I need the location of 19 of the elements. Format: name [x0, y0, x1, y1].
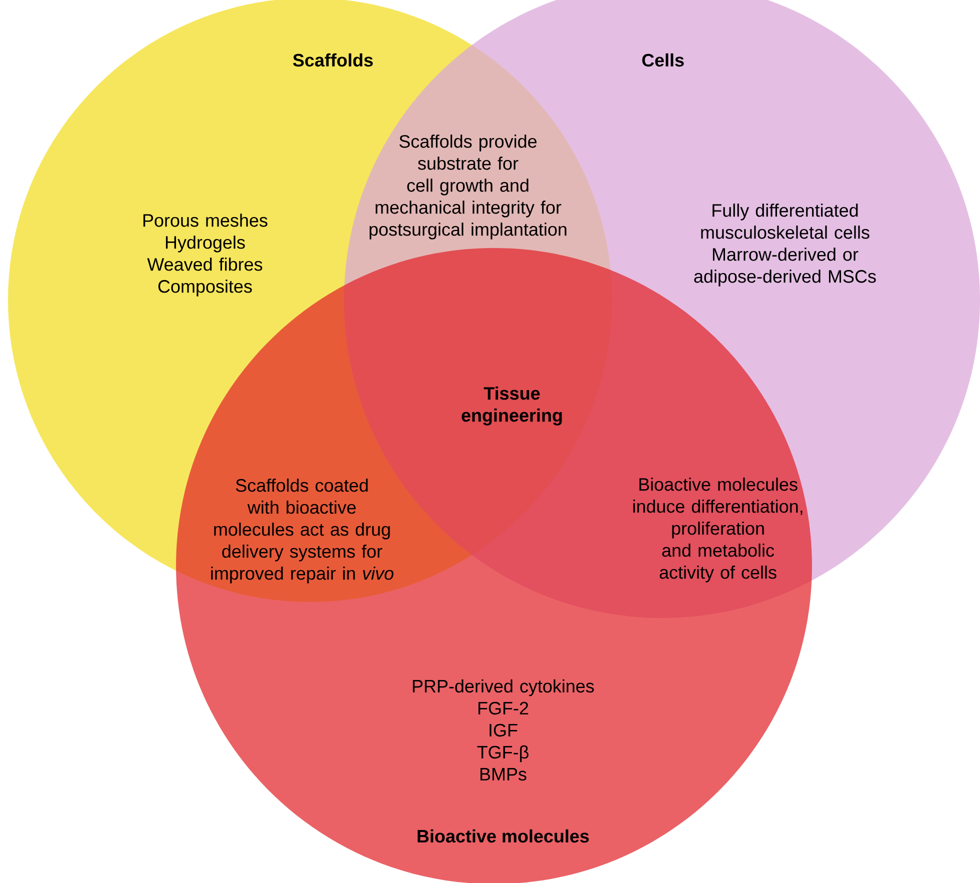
circle-heading: Bioactive molecules [418, 829, 589, 843]
overlap-text: Scaffolds provide substrate for cell growth and mechanical integrity for postsurgical implantation [370, 134, 566, 240]
overlap-text: Scaffolds coated with bioactive molecules act as drug delivery systems for improved repair in vivo [211, 478, 394, 584]
node-label: BMPs [480, 768, 526, 781]
node-label: FGF-2 [478, 702, 528, 715]
item-list: Porous meshes Hydrogels Weaved fibres Composites [143, 214, 268, 296]
overlap-text: Bioactive molecules induce differentiation, proliferation and metabolic activity of cells [633, 478, 802, 582]
node-label: Porous meshes [143, 214, 268, 227]
node-label: TGF-β [477, 745, 528, 762]
circle-heading: Cells [642, 53, 684, 67]
circle-heading: Scaffolds [293, 53, 373, 67]
node-label: PRP-derived cytokines [412, 679, 594, 696]
node-label: Weaved fibres [147, 258, 262, 271]
item-list: PRP-derived cytokines FGF-2 IGF TGF-β BMPs [412, 679, 594, 781]
node-label: Composites [158, 280, 252, 296]
node-label: IGF [490, 724, 518, 737]
node-label: Hydrogels [166, 236, 245, 252]
item-list: Fully differentiated musculoskeletal cells Marrow-derived or adipose-derived MSCs [694, 204, 876, 286]
overlap-text: Tissue engineering [462, 386, 562, 426]
